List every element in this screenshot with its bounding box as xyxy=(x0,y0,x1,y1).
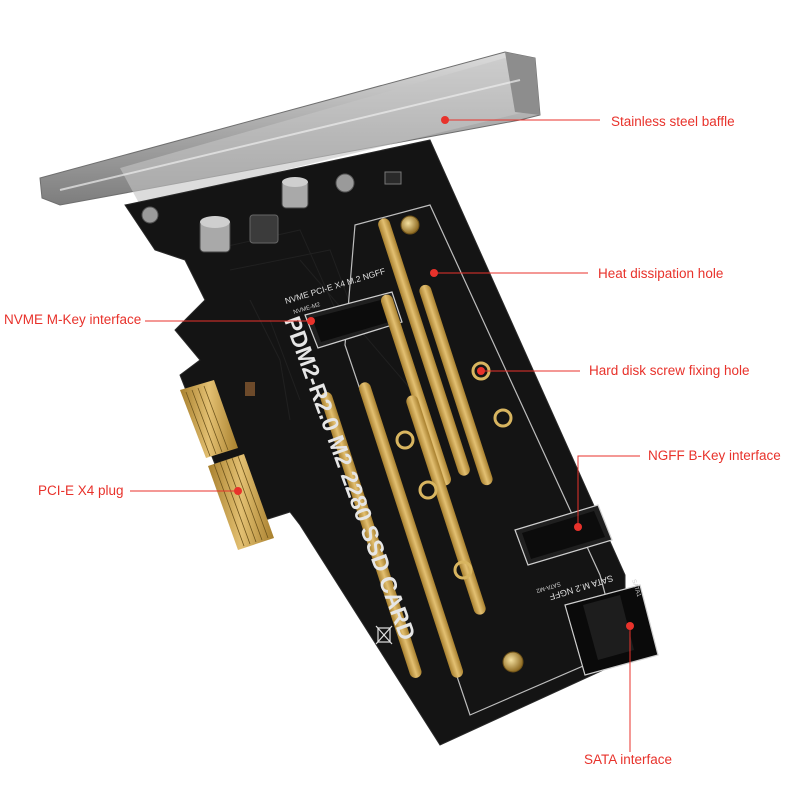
heat-dissipation-strips xyxy=(320,218,493,678)
steel-baffle xyxy=(39,51,541,206)
callout-screw-fixing-hole: Hard disk screw fixing hole xyxy=(589,363,750,378)
callout-steel-baffle: Stainless steel baffle xyxy=(611,114,735,129)
pcb-board: PDM2-R2.0 M2 2280 SSD CARD NVME PCI-E X4… xyxy=(124,139,659,746)
sata-port xyxy=(564,584,659,676)
callout-heat-dissipation-hole: Heat dissipation hole xyxy=(598,266,724,281)
nvme-m-key-slot xyxy=(304,291,403,349)
standoff-bottom xyxy=(502,651,524,673)
pcie-gold-fingers xyxy=(180,380,274,550)
callout-pcie-x4-plug: PCI-E X4 plug xyxy=(38,483,124,498)
weee-bin-icon xyxy=(375,625,393,645)
standoff-top xyxy=(400,215,420,235)
power-components xyxy=(141,171,402,396)
sata-port-silkscreen: SATA1 xyxy=(630,579,642,599)
callout-sata-interface: SATA interface xyxy=(584,752,673,767)
callout-ngff-b-key: NGFF B-Key interface xyxy=(648,448,781,463)
callout-nvme-m-key: NVME M-Key interface xyxy=(4,312,142,327)
leader-lines xyxy=(130,119,640,752)
